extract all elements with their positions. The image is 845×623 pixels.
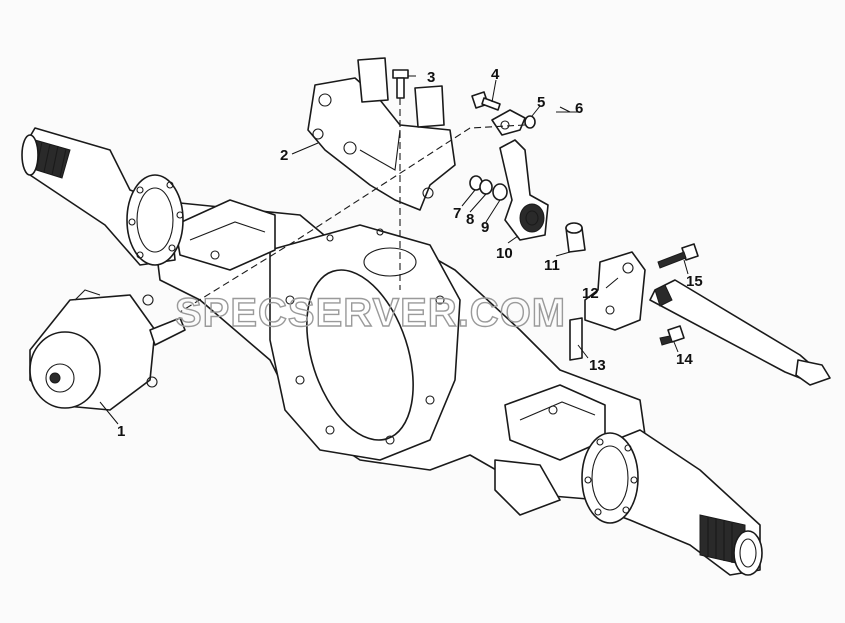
bushing-part-11 — [565, 222, 586, 253]
callout-15: 15 — [686, 273, 703, 290]
axle-housing — [149, 199, 651, 516]
callout-6: 6 — [575, 100, 583, 117]
callout-9: 9 — [481, 219, 489, 236]
callout-5: 5 — [537, 94, 545, 111]
bolt-part-14 — [659, 325, 685, 346]
callout-2: 2 — [280, 147, 288, 164]
brake-chamber-part-1 — [29, 289, 186, 411]
left-spindle — [21, 127, 184, 266]
callout-13: 13 — [589, 357, 606, 374]
slack-adjuster-part-10 — [499, 139, 549, 241]
clevis-assembly-parts-4-6 — [179, 91, 580, 313]
callout-11: 11 — [544, 257, 560, 274]
bolt-part-15 — [657, 243, 699, 269]
shim-part-13 — [569, 317, 583, 361]
washers-parts-7-9 — [469, 175, 508, 201]
callout-8: 8 — [466, 211, 474, 228]
callout-1: 1 — [117, 423, 125, 440]
callout-7: 7 — [453, 205, 461, 222]
callout-14: 14 — [676, 351, 693, 368]
cam-bracket-part-12 — [584, 251, 646, 331]
callout-labels: 1 2 3 4 5 6 7 8 9 10 11 12 13 14 15 — [117, 66, 703, 440]
camshaft — [649, 279, 831, 386]
bracket-part-2 — [307, 57, 456, 211]
watermark-text: SPECSERVER.COM — [175, 291, 566, 335]
callout-12: 12 — [582, 285, 599, 302]
callout-10: 10 — [496, 245, 513, 262]
bolt-part-3 — [392, 69, 409, 290]
right-spindle — [581, 429, 763, 576]
leader-lines — [99, 75, 689, 425]
callout-3: 3 — [427, 69, 435, 86]
callout-4: 4 — [491, 66, 500, 83]
